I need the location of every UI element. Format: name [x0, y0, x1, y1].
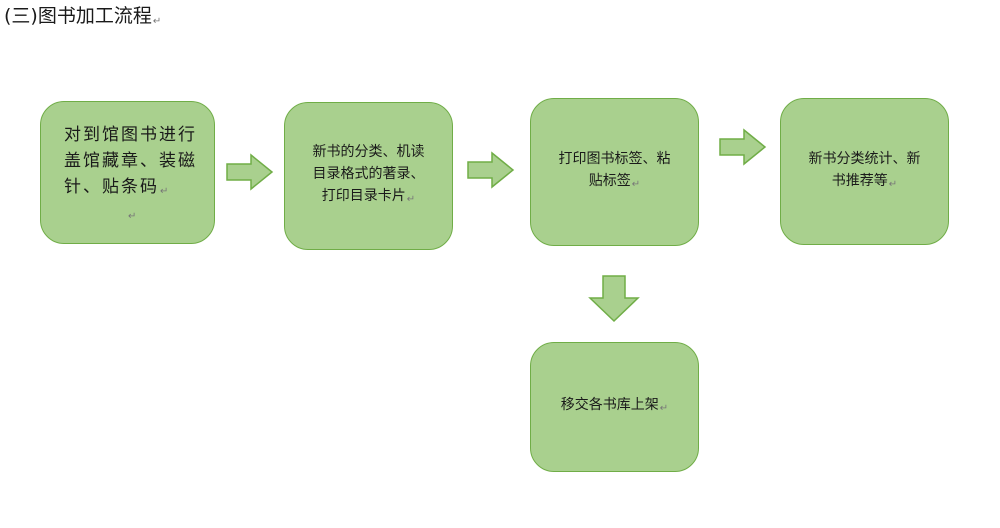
paragraph-mark-icon: ↵: [128, 210, 139, 222]
step-box-statistics-recommendation: 新书分类统计、新 书推荐等↵: [780, 98, 949, 245]
step-4-label: 新书分类统计、新 书推荐等: [808, 150, 921, 189]
arrow-right-icon: [719, 128, 767, 166]
arrow-right-icon: [226, 153, 274, 191]
step-text: 移交各书库上架↵: [561, 394, 668, 420]
step-text: 新书分类统计、新 书推荐等↵: [809, 148, 921, 196]
step-text: 对到馆图书进行 盖馆藏章、装磁 针、贴条码↵↵: [58, 122, 197, 224]
arrow-right-icon: [467, 151, 515, 189]
step-2-label: 新书的分类、机读 目录格式的著录、 打印目录卡片: [312, 144, 425, 204]
step-3-label: 打印图书标签、粘 贴标签: [558, 151, 671, 189]
paragraph-mark-icon: ↵: [160, 185, 171, 197]
step-box-shelving: 移交各书库上架↵: [530, 342, 699, 472]
paragraph-mark-icon: ↵: [659, 403, 669, 414]
page-title: (三)图书加工流程↵: [4, 4, 161, 34]
step-text: 新书的分类、机读 目录格式的著录、 打印目录卡片↵: [313, 141, 425, 211]
arrow-down-icon: [588, 275, 640, 323]
paragraph-mark-icon: ↵: [888, 178, 898, 190]
step-5-label: 移交各书库上架: [560, 397, 659, 413]
page-title-text: (三)图书加工流程: [4, 5, 152, 27]
paragraph-mark-icon: ↵: [152, 16, 162, 27]
step-box-affix-stamp-barcode: 对到馆图书进行 盖馆藏章、装磁 针、贴条码↵↵: [40, 101, 215, 244]
step-text: 打印图书标签、粘 贴标签↵: [559, 148, 671, 196]
paragraph-mark-icon: ↵: [406, 194, 416, 205]
step-1-label: 对到馆图书进行 盖馆藏章、装磁 针、贴条码: [64, 124, 197, 197]
paragraph-mark-icon: ↵: [631, 179, 641, 190]
step-box-classification-cataloging: 新书的分类、机读 目录格式的著录、 打印目录卡片↵: [284, 102, 453, 250]
step-box-print-labels: 打印图书标签、粘 贴标签↵: [530, 98, 699, 246]
